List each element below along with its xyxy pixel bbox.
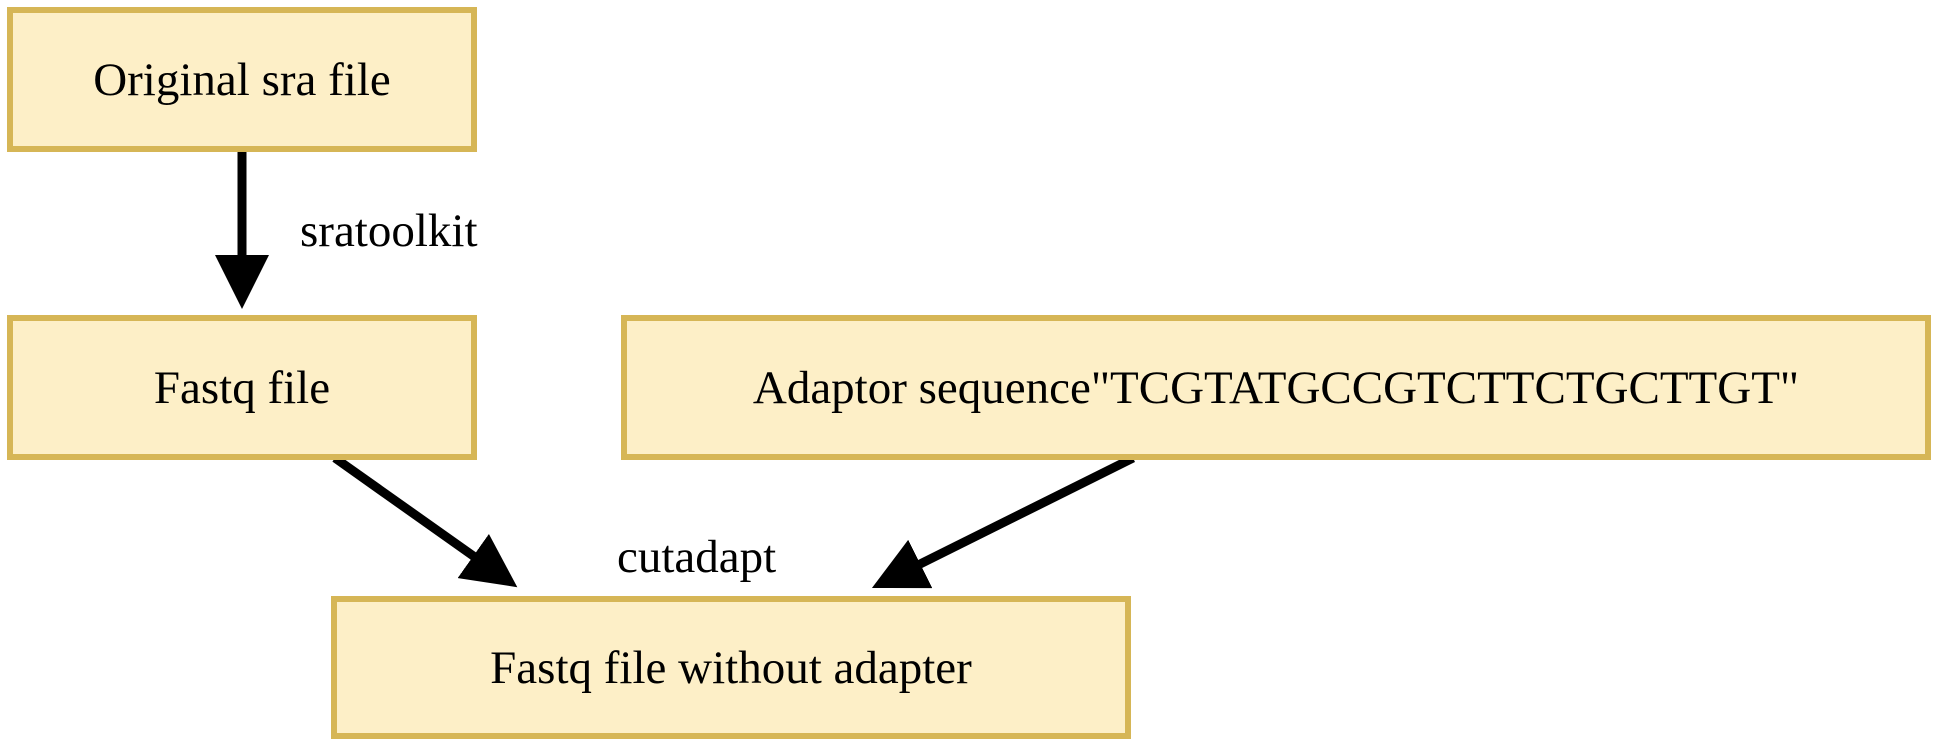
node-adaptor-sequence: Adaptor sequence"TCGTATGCCGTCTTCTGCTTGT"	[621, 315, 1931, 460]
node-fastq-without-adapter: Fastq file without adapter	[331, 596, 1131, 739]
node-adaptor-label: Adaptor sequence"TCGTATGCCGTCTTCTGCTTGT"	[752, 361, 1800, 414]
arrow-fastq-to-output	[332, 454, 518, 588]
node-original-sra-file: Original sra file	[7, 7, 477, 152]
node-original-label: Original sra file	[93, 53, 391, 106]
node-fastq-file: Fastq file	[7, 315, 477, 460]
node-fastq-label: Fastq file	[153, 361, 331, 414]
node-output-label: Fastq file without adapter	[490, 641, 972, 694]
edge-label-sratoolkit: sratoolkit	[300, 205, 478, 257]
edge-label-cutadapt: cutadapt	[617, 531, 777, 583]
arrow-adaptor-to-output	[871, 453, 1136, 589]
